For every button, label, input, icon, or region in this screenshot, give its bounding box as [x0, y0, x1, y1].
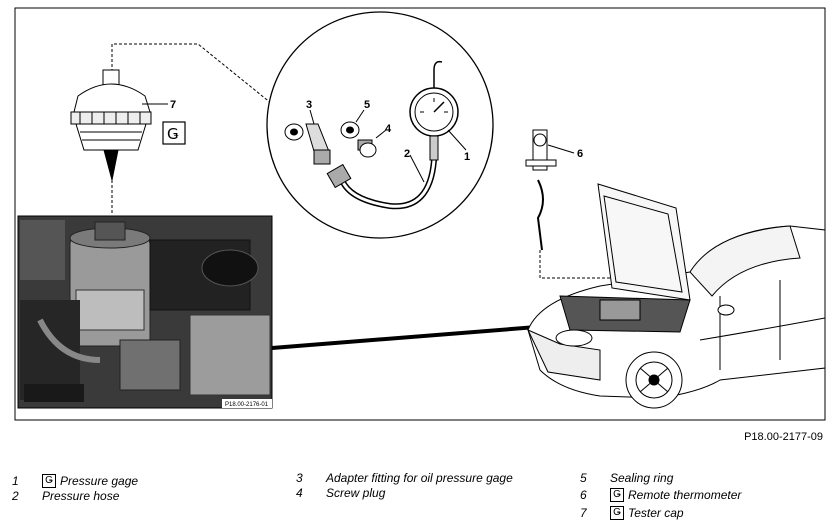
- dashed-connector-cap: [111, 43, 283, 113]
- tool-icon: Ǥ: [610, 488, 624, 502]
- tool-icon: Ǥ: [42, 474, 56, 488]
- legend-label: Pressure gage: [60, 474, 139, 488]
- figure-frame: [14, 7, 826, 421]
- legend-item-5: 5 Sealing ring: [580, 471, 674, 485]
- legend-item-1: 1 Ǥ Pressure gage: [12, 474, 139, 488]
- legend-item-2: 2 Pressure hose: [12, 489, 120, 503]
- detail-circle: [266, 11, 494, 239]
- legend-label: Remote thermometer: [628, 488, 742, 502]
- callout-1: 1: [464, 151, 470, 163]
- remote-thermometer-drawing: [525, 129, 557, 251]
- callout-2: 2: [404, 148, 410, 160]
- legend-label: Screw plug: [326, 486, 386, 500]
- screw-plug-drawing: [357, 139, 377, 158]
- legend-item-4: 4 Screw plug: [296, 486, 386, 500]
- engine-photo: P18.00-2176-01: [17, 215, 273, 409]
- callout-3: 3: [306, 99, 312, 111]
- photo-code: P18.00-2176-01: [225, 402, 269, 408]
- legend-item-6: 6 Ǥ Remote thermometer: [580, 488, 742, 502]
- legend-label: Sealing ring: [610, 471, 674, 485]
- callout-7: 7: [170, 99, 176, 111]
- car-drawing: [526, 183, 826, 409]
- tool-symbol-box: [162, 121, 186, 145]
- dashed-connector-thermometer: [539, 250, 615, 279]
- tester-cap-drawing: [70, 69, 168, 215]
- adapter-fitting-drawing: [305, 123, 331, 165]
- tool-symbol-glyph: Ǥ: [167, 125, 179, 143]
- figure-reference-code: P18.00-2177-09: [744, 431, 823, 443]
- callout-4: 4: [385, 123, 392, 135]
- legend-label: Adapter fitting for oil pressure gage: [326, 471, 513, 485]
- callout-5: 5: [364, 99, 370, 111]
- pressure-gage-drawing: [409, 60, 459, 161]
- legend-item-3: 3 Adapter fitting for oil pressure gage: [296, 471, 513, 485]
- callout-6: 6: [577, 148, 583, 160]
- legend-label: Pressure hose: [42, 489, 120, 503]
- legend-item-7: 7 Ǥ Tester cap: [580, 506, 684, 520]
- tool-icon: Ǥ: [610, 506, 624, 520]
- legend-label: Tester cap: [628, 506, 684, 520]
